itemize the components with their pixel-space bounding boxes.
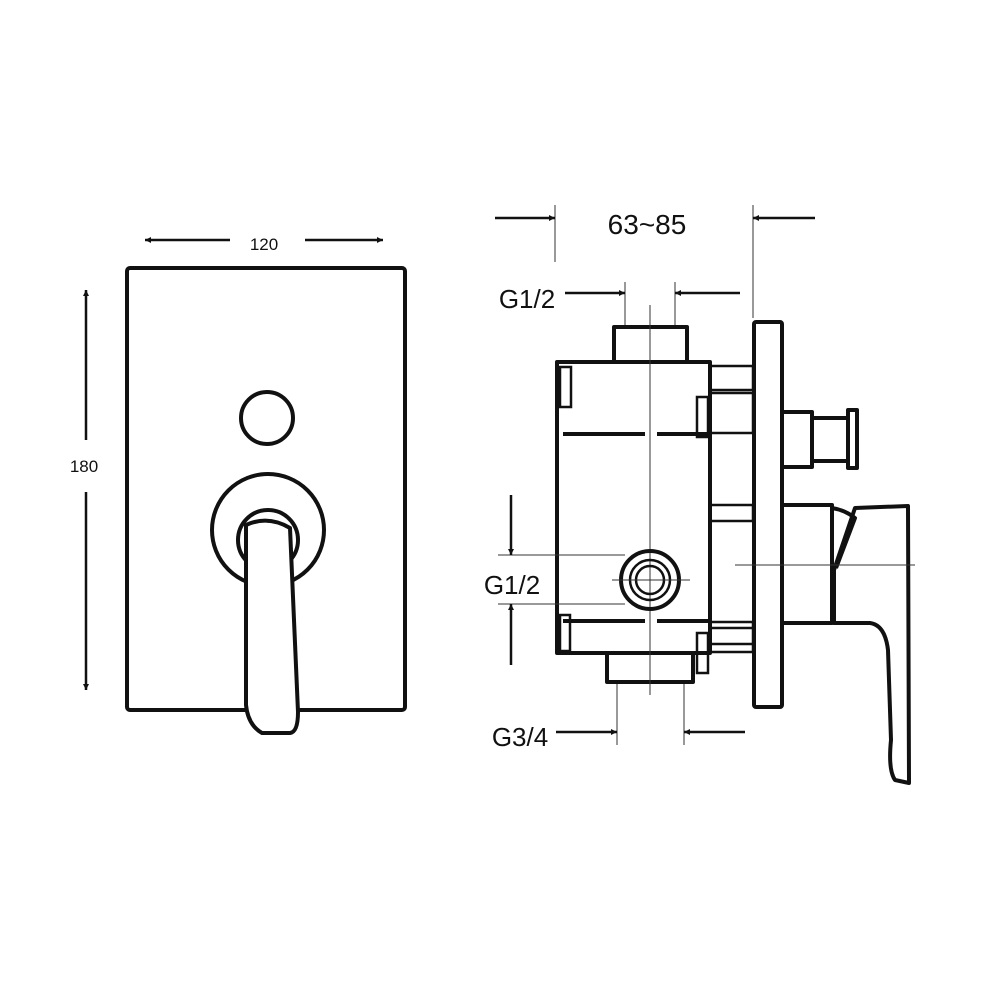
plate-side — [752, 320, 784, 709]
width-label: 120 — [250, 235, 278, 254]
lever-side — [832, 504, 911, 785]
depth-label: 63~85 — [608, 209, 687, 240]
side-inlet-label: G1/2 — [484, 570, 540, 600]
diverter-stem — [780, 410, 814, 469]
side-view: 63~85 G1/2 G1/2 — [484, 205, 915, 785]
valve-body — [555, 360, 712, 655]
top-inlet-label: G1/2 — [499, 284, 555, 314]
height-label: 180 — [70, 457, 98, 476]
front-view: 120 180 — [70, 235, 407, 735]
lever-base — [780, 503, 834, 625]
lever-handle — [244, 518, 300, 735]
outlet-label: G3/4 — [492, 722, 548, 752]
diverter-cap — [846, 408, 859, 470]
diverter-button — [239, 390, 295, 446]
